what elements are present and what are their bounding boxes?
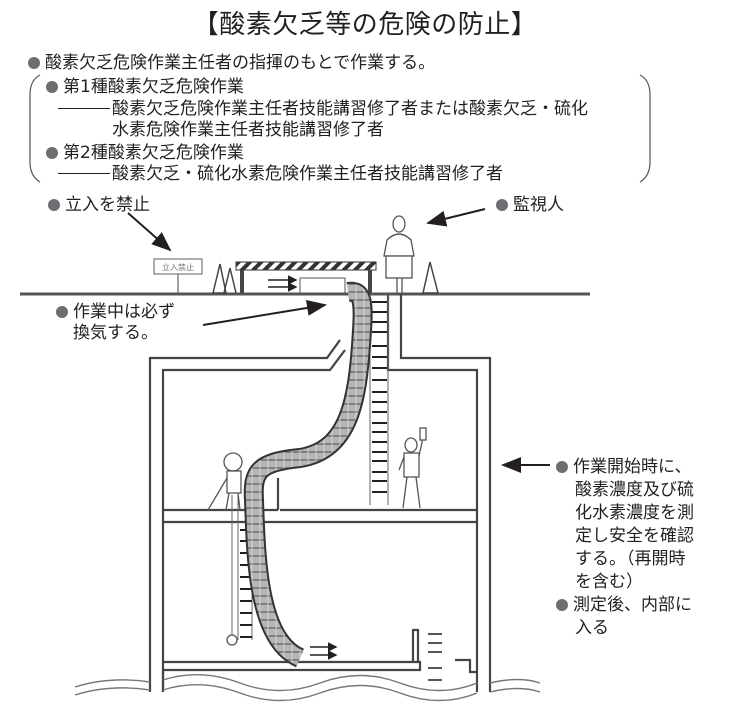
dash-line [58,173,110,174]
arrow-ventilate [202,300,327,326]
note-type2-detail-text: 酸素欠乏・硫化水素危険作業主任者技能講習修了者 [112,164,503,184]
callout-measure-line: 定し安全を確認 [575,526,694,546]
callout-watchman: 監視人 [496,194,564,216]
callout-enter: 測定後、内部に [556,594,692,616]
bullet-icon [48,199,60,211]
callout-measure-line: 酸素濃度及び硫 [575,480,694,500]
page-title: 【酸素欠乏等の危険の防止】 [192,10,538,40]
barricade [235,261,377,294]
ladder-upper [369,294,389,505]
callout-measure-line: する。（再開時 [575,549,686,569]
bullet-icon [496,199,508,211]
callout-enter-line: 入る [575,618,609,638]
callout-ventilate: 作業中は必ず [56,301,175,323]
note-type1-detail: 酸素欠乏危険作業主任者技能講習修了者または酸素欠乏・硫化 [58,98,588,120]
traffic-cone [212,261,439,294]
bullet-icon [46,81,58,93]
worker-figure-measuring [398,427,427,509]
note-main-text: 酸素欠乏危険作業主任者の指揮のもとで作業する。 [45,53,436,73]
dash-line [58,108,110,109]
note-type2-label-text: 第2種酸素欠乏危険作業 [63,143,244,163]
ladder-bottom-right [428,633,442,681]
bullet-icon [556,599,568,611]
note-type2-detail: 酸素欠乏・硫化水素危険作業主任者技能講習修了者 [58,163,503,185]
callout-no-entry: 立入を禁止 [48,194,150,216]
note-type1-label: 第1種酸素欠乏危険作業 [46,76,244,98]
note-type1-detail-line1: 酸素欠乏危険作業主任者技能講習修了者または酸素欠乏・硫化 [112,99,588,119]
watchman-figure [383,215,415,293]
sign-text: 立入禁止 [162,262,194,272]
callout-watchman-text: 監視人 [513,195,564,215]
arrow-no-entry [127,212,172,252]
bullet-icon [556,461,568,473]
water-waves [74,673,541,702]
note-type1-label-text: 第1種酸素欠乏危険作業 [63,77,244,97]
note-type2-label: 第2種酸素欠乏危険作業 [46,142,244,164]
callout-no-entry-text: 立入を禁止 [65,195,150,215]
arrow-watchman [426,208,486,227]
note-main: 酸素欠乏危険作業主任者の指揮のもとで作業する。 [28,52,435,74]
callout-ventilate-line1: 作業中は必ず [73,302,175,322]
left-bracket [29,74,41,183]
callout-enter-line: 測定後、内部に [573,595,692,615]
underground-structure [148,294,492,692]
bullet-icon [28,57,40,69]
note-type1-detail-line2: 水素危険作業主任者技能講習修了者 [112,120,384,140]
bullet-icon [46,147,58,159]
callout-measure: 作業開始時に、 [556,456,692,478]
bullet-icon [56,306,68,318]
no-entry-sign [153,258,203,293]
callout-measure-line: を含む） [575,572,643,592]
right-bracket [639,74,651,183]
callout-ventilate-line2: 換気する。 [73,323,158,343]
callout-measure-line: 化水素濃度を測 [575,503,694,523]
worker-figure-left [207,452,243,511]
lifeline-weight [226,634,238,646]
callout-measure-line: 作業開始時に、 [573,457,692,477]
